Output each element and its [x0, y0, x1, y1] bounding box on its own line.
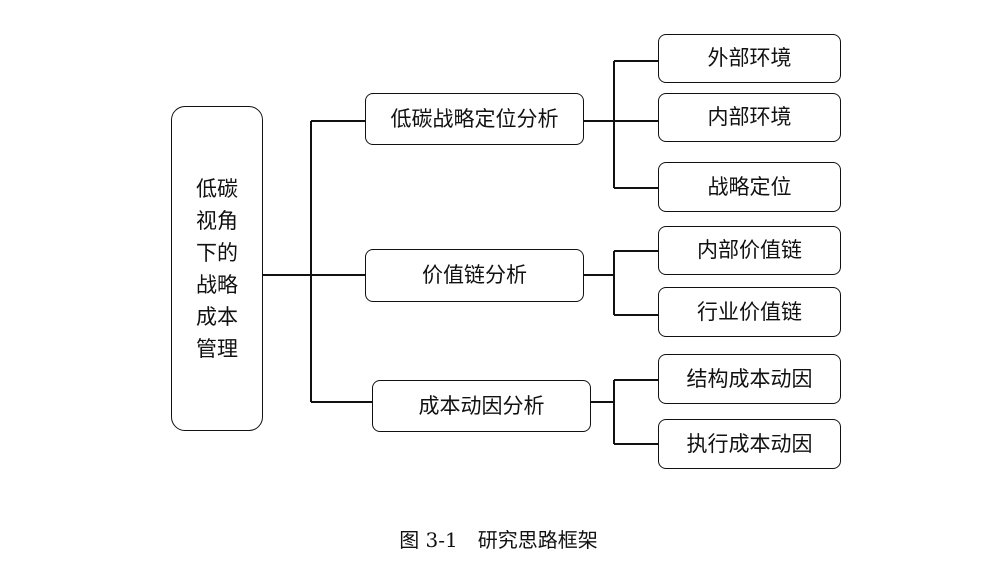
leaf-node-internal-environment: 内部环境 — [658, 93, 841, 142]
root-node: 低碳视角下的战略成本管理 — [171, 106, 263, 431]
branch-node-strategy-positioning: 低碳战略定位分析 — [365, 93, 584, 145]
figure-caption: 图 3-1 研究思路框架 — [399, 528, 598, 552]
leaf-node-label: 内部价值链 — [697, 238, 802, 262]
leaf-node-label: 外部环境 — [707, 46, 792, 70]
leaf-node-strategic-positioning: 战略定位 — [658, 162, 841, 212]
branch-node-value-chain: 价值链分析 — [365, 249, 584, 302]
leaf-node-label: 战略定位 — [707, 174, 792, 199]
leaf-node-label: 内部环境 — [707, 105, 792, 129]
leaf-node-structural-cost-driver: 结构成本动因 — [658, 354, 841, 404]
branch-node-label: 成本动因分析 — [418, 393, 545, 418]
branch-node-label: 低碳战略定位分析 — [390, 106, 559, 131]
root-node-label: 低碳视角下的战略成本管理 — [196, 176, 238, 361]
leaf-node-label: 行业价值链 — [697, 299, 802, 324]
leaf-node-external-environment: 外部环境 — [658, 34, 841, 83]
leaf-node-label: 执行成本动因 — [686, 431, 813, 456]
branch-node-cost-driver: 成本动因分析 — [372, 380, 591, 432]
leaf-node-industry-value-chain: 行业价值链 — [658, 287, 841, 337]
leaf-node-executional-cost-driver: 执行成本动因 — [658, 419, 841, 469]
leaf-node-internal-value-chain: 内部价值链 — [658, 226, 841, 275]
branch-node-label: 价值链分析 — [422, 263, 527, 287]
leaf-node-label: 结构成本动因 — [686, 366, 813, 391]
